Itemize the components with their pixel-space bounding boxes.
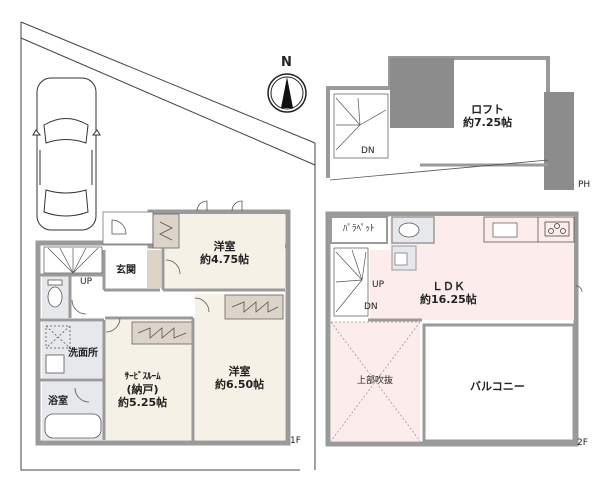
ldk-name: ＬＤＫ	[431, 280, 465, 293]
stair-2f-up-label: UP	[372, 280, 385, 290]
service-room-subname: (納戸)	[126, 382, 159, 396]
atrium-label: 上部吹抜	[357, 376, 394, 386]
bathtub-icon	[44, 413, 102, 439]
loft-label: ロフト 約7.25帖	[463, 103, 512, 129]
room-balcony	[422, 323, 576, 443]
western-room-2-name: 洋室	[228, 365, 251, 378]
western-room-1-size: 約4.75帖	[200, 253, 250, 267]
service-room-name: ｻｰﾋﾞｽﾙｰﾑ	[124, 372, 161, 382]
car-icon	[32, 77, 101, 231]
stair-loft	[333, 93, 389, 159]
toilet-icon	[47, 279, 63, 308]
compass-label: N	[281, 55, 292, 70]
service-room-size: 約5.25帖	[118, 395, 168, 409]
floor-2-plan	[325, 211, 583, 447]
room-parapet	[330, 216, 388, 244]
washroom-label: 洗面所	[68, 348, 98, 359]
ldk-size: 約16.25帖	[420, 293, 477, 307]
floor-2-label: 2F	[577, 438, 588, 448]
stair-2f	[333, 247, 369, 317]
stair-1f-up-label: UP	[80, 277, 93, 287]
bathroom-label: 浴室	[48, 396, 68, 407]
western-room-2-size: 約6.50帖	[215, 378, 265, 392]
north-arrow-icon	[267, 73, 307, 113]
parapet-label: ﾊﾟﾗﾍﾟｯﾄ	[343, 224, 375, 234]
washer-space	[45, 325, 71, 349]
stove-icon	[544, 221, 570, 237]
ldk-label: ＬＤＫ 約16.25帖	[420, 280, 477, 306]
loft-floor-label: PH	[578, 180, 591, 190]
loft-stair-dn-label: DN	[361, 146, 375, 156]
toilet-icon-2f	[398, 222, 420, 238]
entrance-label: 玄関	[116, 265, 136, 276]
western-room-1-name: 洋室	[213, 240, 236, 253]
site-boundary	[20, 21, 316, 471]
kitchen-sink-icon	[492, 222, 518, 238]
loft-name: ロフト	[471, 103, 505, 116]
room-western-4-75	[165, 214, 285, 290]
floor-1-label: 1F	[290, 436, 301, 446]
western-room-2-label: 洋室 約6.50帖	[215, 365, 264, 391]
loft-plan	[326, 56, 574, 190]
balcony-label: バルコニー	[470, 380, 525, 393]
stair-1f	[43, 246, 103, 274]
western-room-1-label: 洋室 約4.75帖	[200, 240, 249, 266]
floor-1-plan	[35, 200, 291, 446]
stair-2f-dn-label: DN	[364, 302, 378, 312]
service-room-label: ｻｰﾋﾞｽﾙｰﾑ (納戸) 約5.25帖	[118, 372, 167, 409]
sink-icon	[45, 354, 65, 374]
loft-size: 約7.25帖	[463, 116, 513, 130]
